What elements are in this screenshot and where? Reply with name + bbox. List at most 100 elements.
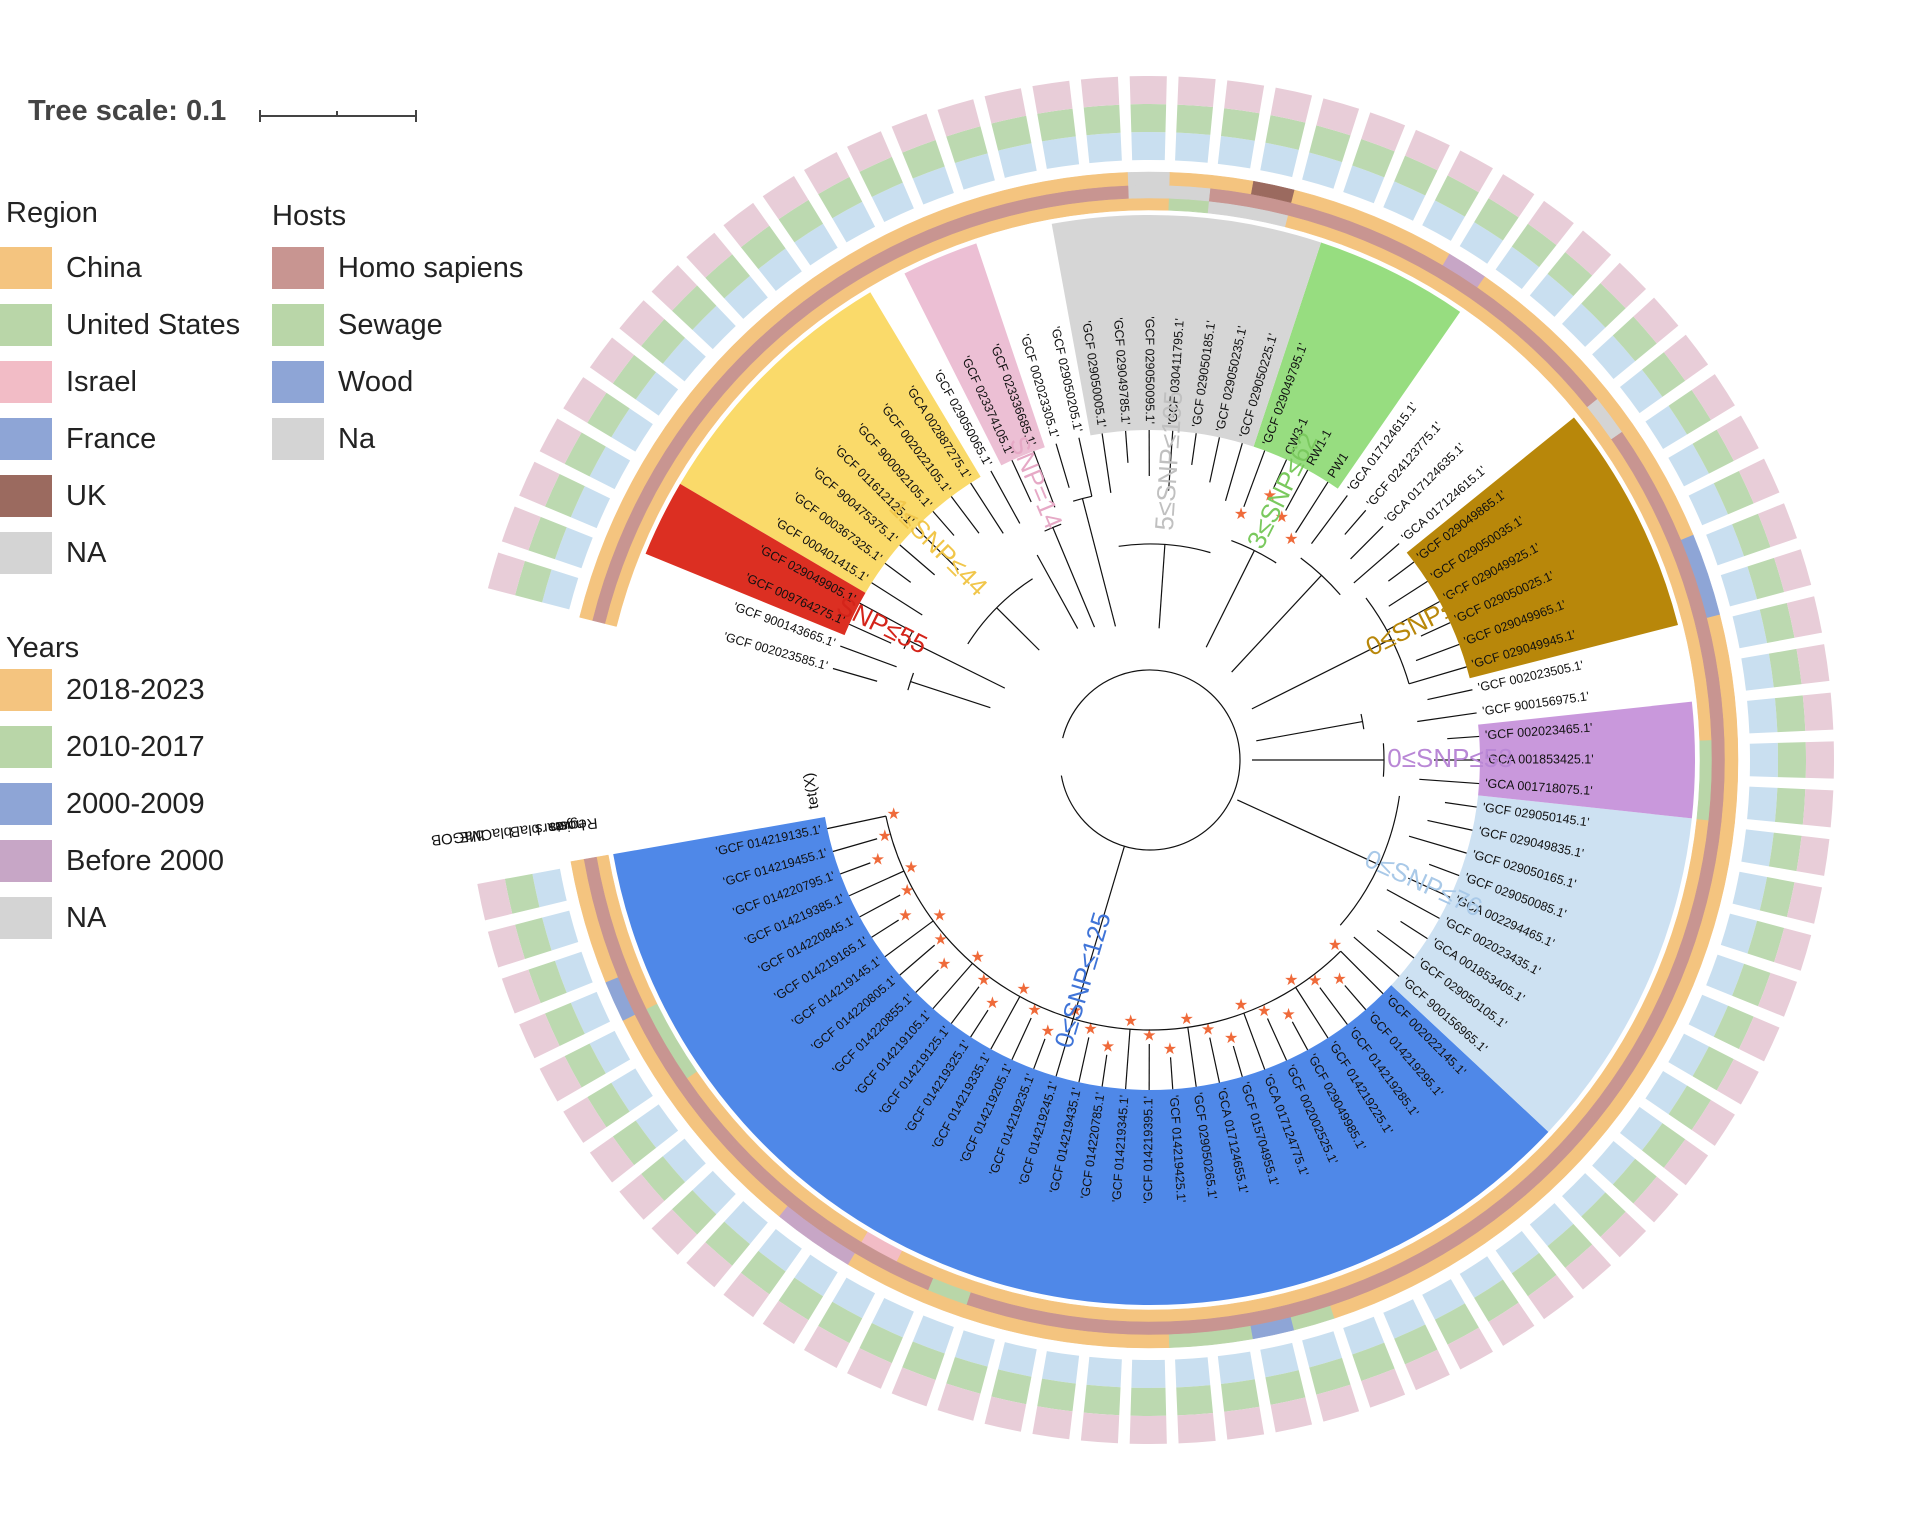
leaf-branch [970, 1009, 989, 1038]
blaGOB-block [589, 1136, 635, 1183]
blaGOB-block [1802, 789, 1834, 828]
legend-hosts-item: Wood [272, 361, 413, 403]
ring-label: blaGOB [430, 826, 485, 848]
blaCME-block [641, 319, 686, 364]
blaCME-block [1641, 1123, 1686, 1168]
star-icon: ★ [1281, 1004, 1295, 1023]
legend-swatch [0, 726, 52, 768]
leaf-label: 'GCF 029050095.1' [1143, 316, 1157, 424]
leaf-label: 'GCF 014219395.1' [1141, 1096, 1155, 1204]
blaGOB-block [891, 1367, 936, 1407]
years-ring-segment [1663, 496, 1694, 540]
blaCME-block [504, 873, 540, 914]
legend-label: China [66, 251, 142, 284]
star-icon: ★ [1263, 485, 1277, 504]
leaf-branch [871, 919, 899, 938]
blaGOB-block [519, 461, 560, 507]
years-ring-segment [690, 1118, 728, 1160]
blaCME-block [1547, 252, 1593, 297]
star-icon: ★ [1257, 1001, 1271, 1020]
blaCME-block [1774, 787, 1806, 825]
leaf-branch [1055, 443, 1070, 488]
leaf-branch [1011, 1017, 1032, 1060]
blaGOB-block [1527, 1274, 1574, 1320]
blaCME-block [1581, 1192, 1626, 1237]
blaGOB-block [723, 202, 770, 248]
blaGOB-block [1796, 835, 1830, 876]
blaCME-block [1732, 963, 1771, 1007]
legend-swatch [0, 897, 52, 939]
clade-highlight [1051, 214, 1322, 447]
legend-region-title: Region [6, 197, 98, 229]
blaGOB-block [984, 1396, 1027, 1432]
root-arc [1060, 669, 1241, 851]
years-ring-segment [642, 426, 677, 470]
blaGOB-block [1600, 262, 1647, 309]
blaB-block [1668, 1033, 1709, 1077]
leaf-branch [1344, 509, 1367, 535]
blaGOB-block [487, 924, 525, 968]
blaCME-block [991, 1369, 1032, 1405]
leaf-branch [884, 562, 912, 583]
blaCME-block [1768, 832, 1802, 872]
blaB-block [912, 1315, 954, 1354]
blaGOB-block [1796, 644, 1830, 685]
blaB-block [1383, 181, 1426, 221]
leaf-branch [1187, 1027, 1197, 1087]
years-ring-segment [1596, 1088, 1634, 1130]
years-ring-segment [1043, 175, 1088, 195]
clade-highlight [613, 817, 1549, 1306]
years-ring-segment [1540, 328, 1581, 369]
blaB-block [1422, 1279, 1465, 1320]
snp-label: SNP=14 [1004, 432, 1069, 534]
blaB-block [794, 1254, 838, 1297]
blaCME-block [1394, 155, 1438, 196]
clade-stem [1081, 498, 1117, 627]
leaf-branch [1319, 987, 1348, 1025]
blaCME-block [1394, 1324, 1438, 1365]
years-ring-segment [747, 1179, 788, 1217]
leaf-branch [859, 894, 901, 918]
leaf-branch [1415, 643, 1460, 662]
blaCME-block [1747, 920, 1785, 963]
ring-label: blaCME [458, 823, 513, 845]
blaGOB-block [1633, 297, 1679, 344]
leaf-branch [1340, 950, 1384, 995]
years-ring-segment [690, 360, 728, 402]
leaf-branch [950, 986, 980, 1024]
legend-hosts-item: Homo sapiens [272, 247, 523, 289]
blaGOB-block [1080, 1412, 1120, 1444]
blaGOB-block [762, 1300, 809, 1345]
star-icon: ★ [1234, 504, 1248, 523]
leaf-branch [1191, 433, 1197, 466]
blaCME-block [671, 1190, 717, 1235]
clade-stem [907, 639, 1006, 689]
blaCME-block [1692, 429, 1734, 474]
leaf-branch [1285, 469, 1309, 511]
tree-scale-label: Tree scale: 0.1 [28, 95, 227, 127]
region-ring-segment [1128, 197, 1169, 211]
blaCME-block [528, 960, 567, 1004]
blaGOB-block [1129, 76, 1167, 105]
blaB-block [1042, 136, 1080, 169]
star-icon: ★ [1180, 1009, 1194, 1028]
legend-years-item: 2000-2009 [0, 783, 205, 825]
blaCME-block [991, 115, 1032, 151]
clade-stem [1052, 527, 1096, 628]
blaB-block [1260, 1342, 1299, 1378]
legend-label: United States [66, 308, 241, 341]
blaGOB-block [1316, 98, 1360, 136]
blaCME-block [1511, 223, 1557, 268]
years-ring-segment [1721, 780, 1738, 824]
blaCME-block [1747, 557, 1785, 600]
blaCME-block [1774, 695, 1806, 733]
blaGOB-block [1405, 129, 1450, 171]
star-icon: ★ [932, 906, 946, 925]
blaGOB-block [1758, 972, 1798, 1017]
blaCME-block [902, 140, 945, 179]
blaB-block [1459, 1256, 1503, 1298]
blaB-block [542, 910, 579, 951]
years-ring-segment [1368, 216, 1413, 246]
region-ring-segment [1699, 739, 1713, 781]
blaB-block [1741, 653, 1774, 691]
